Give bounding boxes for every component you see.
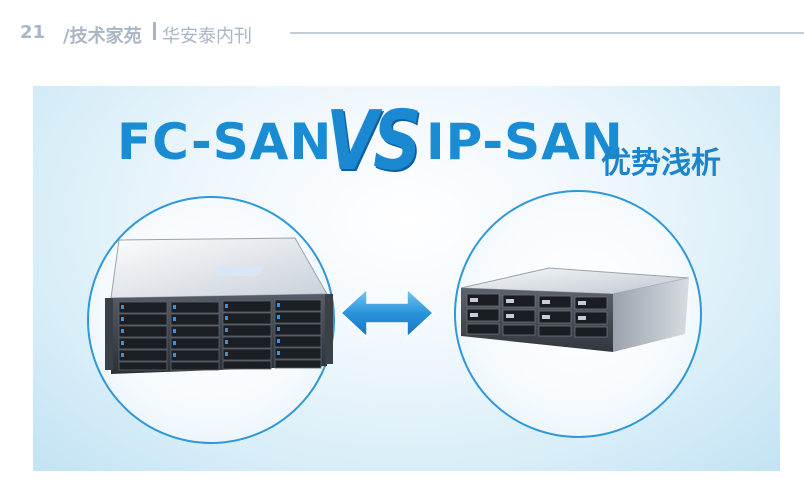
title-vs: VS	[326, 94, 422, 189]
header-separator	[153, 22, 156, 40]
section-title: /技术家苑	[63, 26, 142, 47]
title-fc-san: FC-SAN	[117, 113, 333, 171]
page-number: 21	[20, 22, 46, 43]
ip-san-server-image	[460, 267, 689, 352]
title-ip-san: IP-SAN	[426, 113, 624, 171]
publication-name: 华安泰内刊	[162, 26, 252, 47]
header-rule	[290, 32, 804, 34]
article-banner: FC-SAN VS IP-SAN 优势浅析	[33, 86, 780, 471]
title-suffix: 优势浅析	[601, 146, 721, 181]
fc-san-server-image	[105, 237, 333, 374]
page-header: 21 /技术家苑 华安泰内刊	[0, 0, 804, 60]
double-arrow-icon	[339, 287, 435, 339]
